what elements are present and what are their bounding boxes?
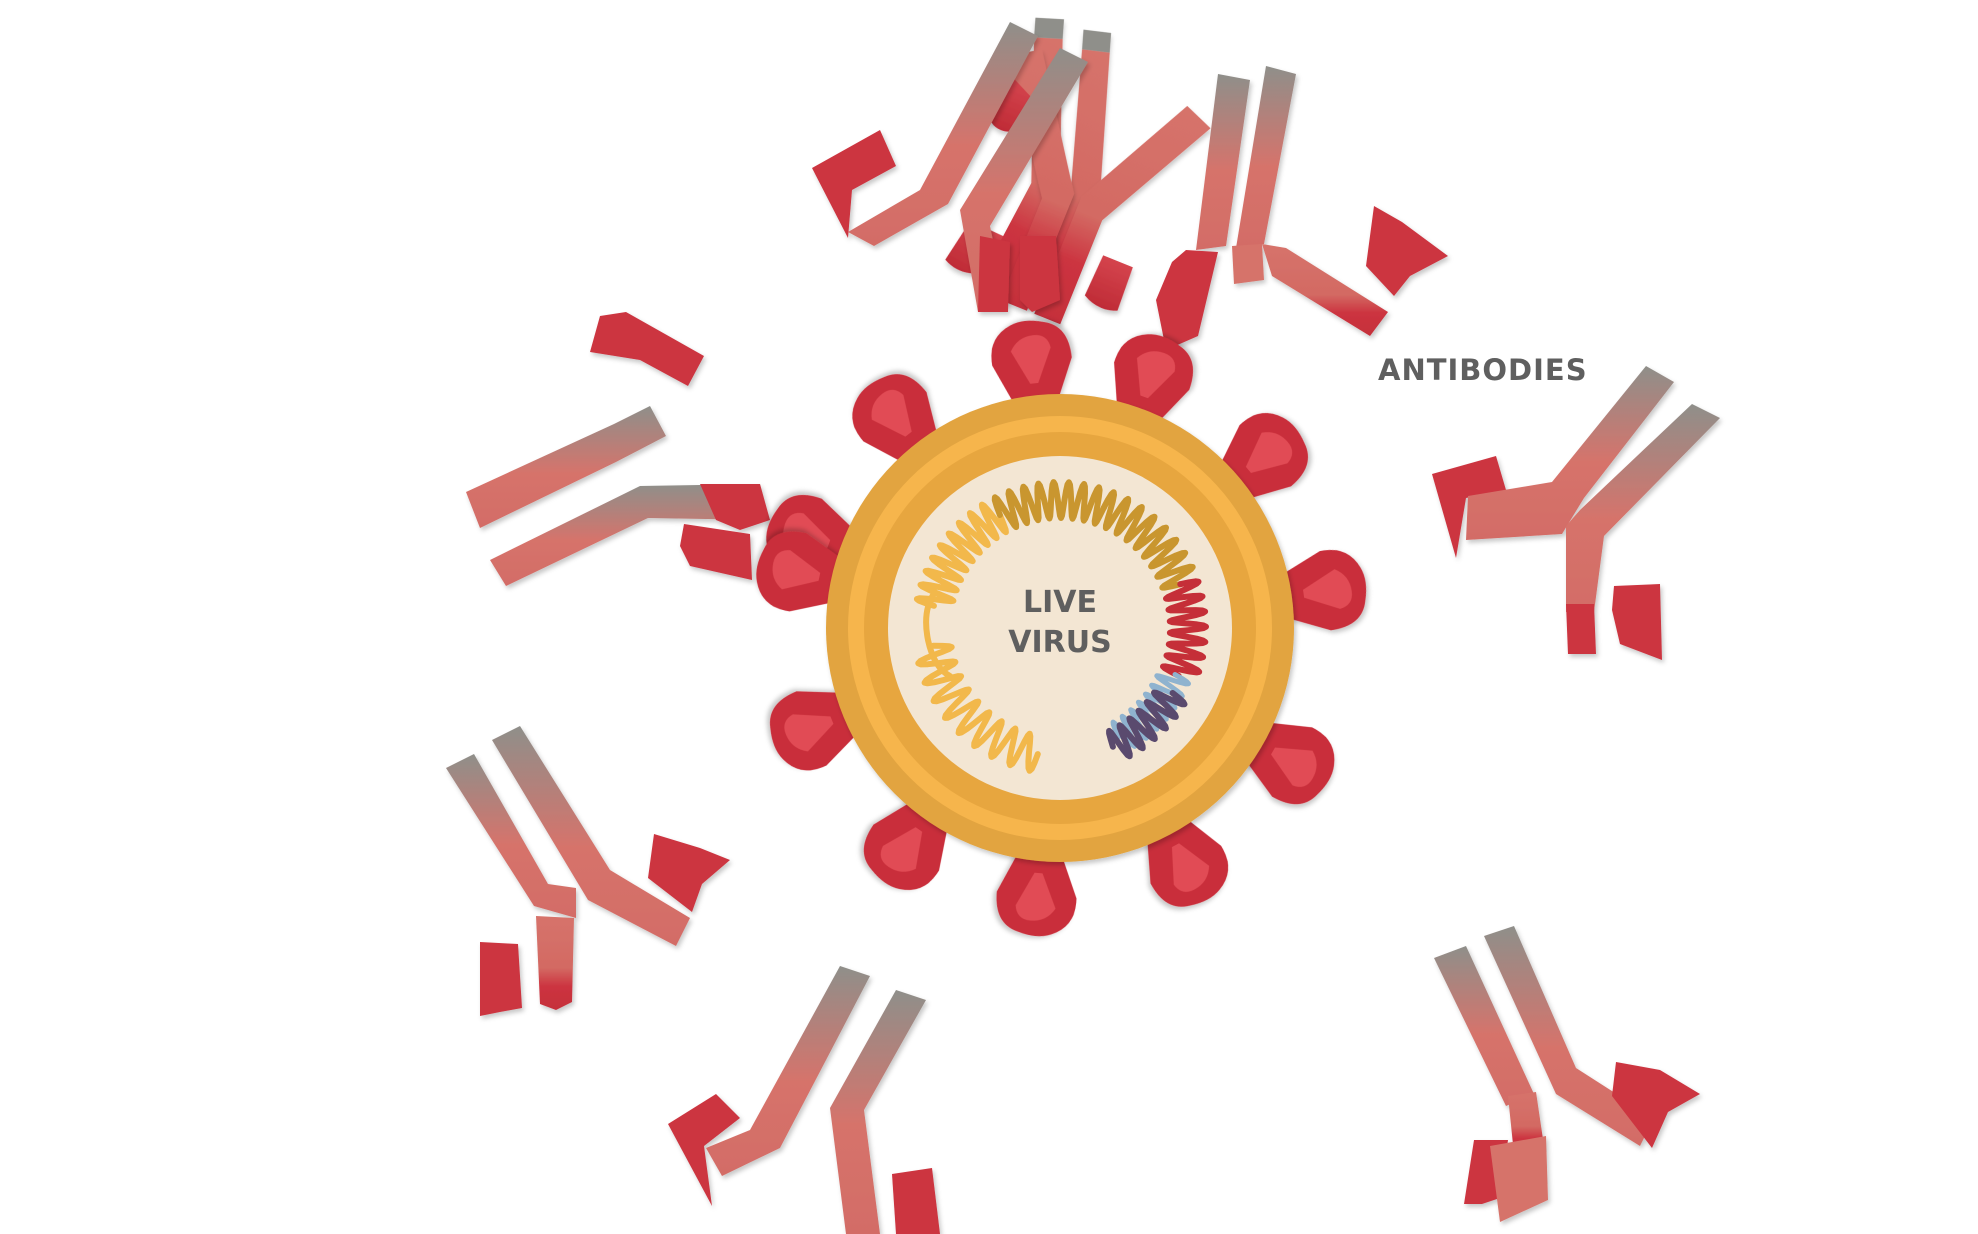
antibody-bottom-left (668, 966, 940, 1234)
virus-label-line-1: LIVE (1023, 585, 1097, 620)
virus-label-line-2: VIRUS (1008, 625, 1111, 660)
antibody-top-center (812, 22, 1088, 312)
rna-segment (1106, 689, 1188, 760)
virus: LIVE VIRUS (756, 320, 1367, 937)
rna-segment (913, 501, 1009, 609)
antibody-bottom-right (1434, 926, 1700, 1222)
antibodies-label: ANTIBODIES (1378, 353, 1588, 387)
antibody-left (466, 312, 770, 586)
antibody-right (1432, 366, 1720, 660)
rna-strand (913, 479, 1209, 774)
antibody-upper-right (1156, 66, 1448, 350)
rna-segment (991, 479, 1107, 531)
rna-segment (923, 589, 953, 679)
antibody-lower-left (446, 726, 730, 1016)
rna-segment (1100, 489, 1196, 591)
rna-segment (1160, 578, 1209, 679)
